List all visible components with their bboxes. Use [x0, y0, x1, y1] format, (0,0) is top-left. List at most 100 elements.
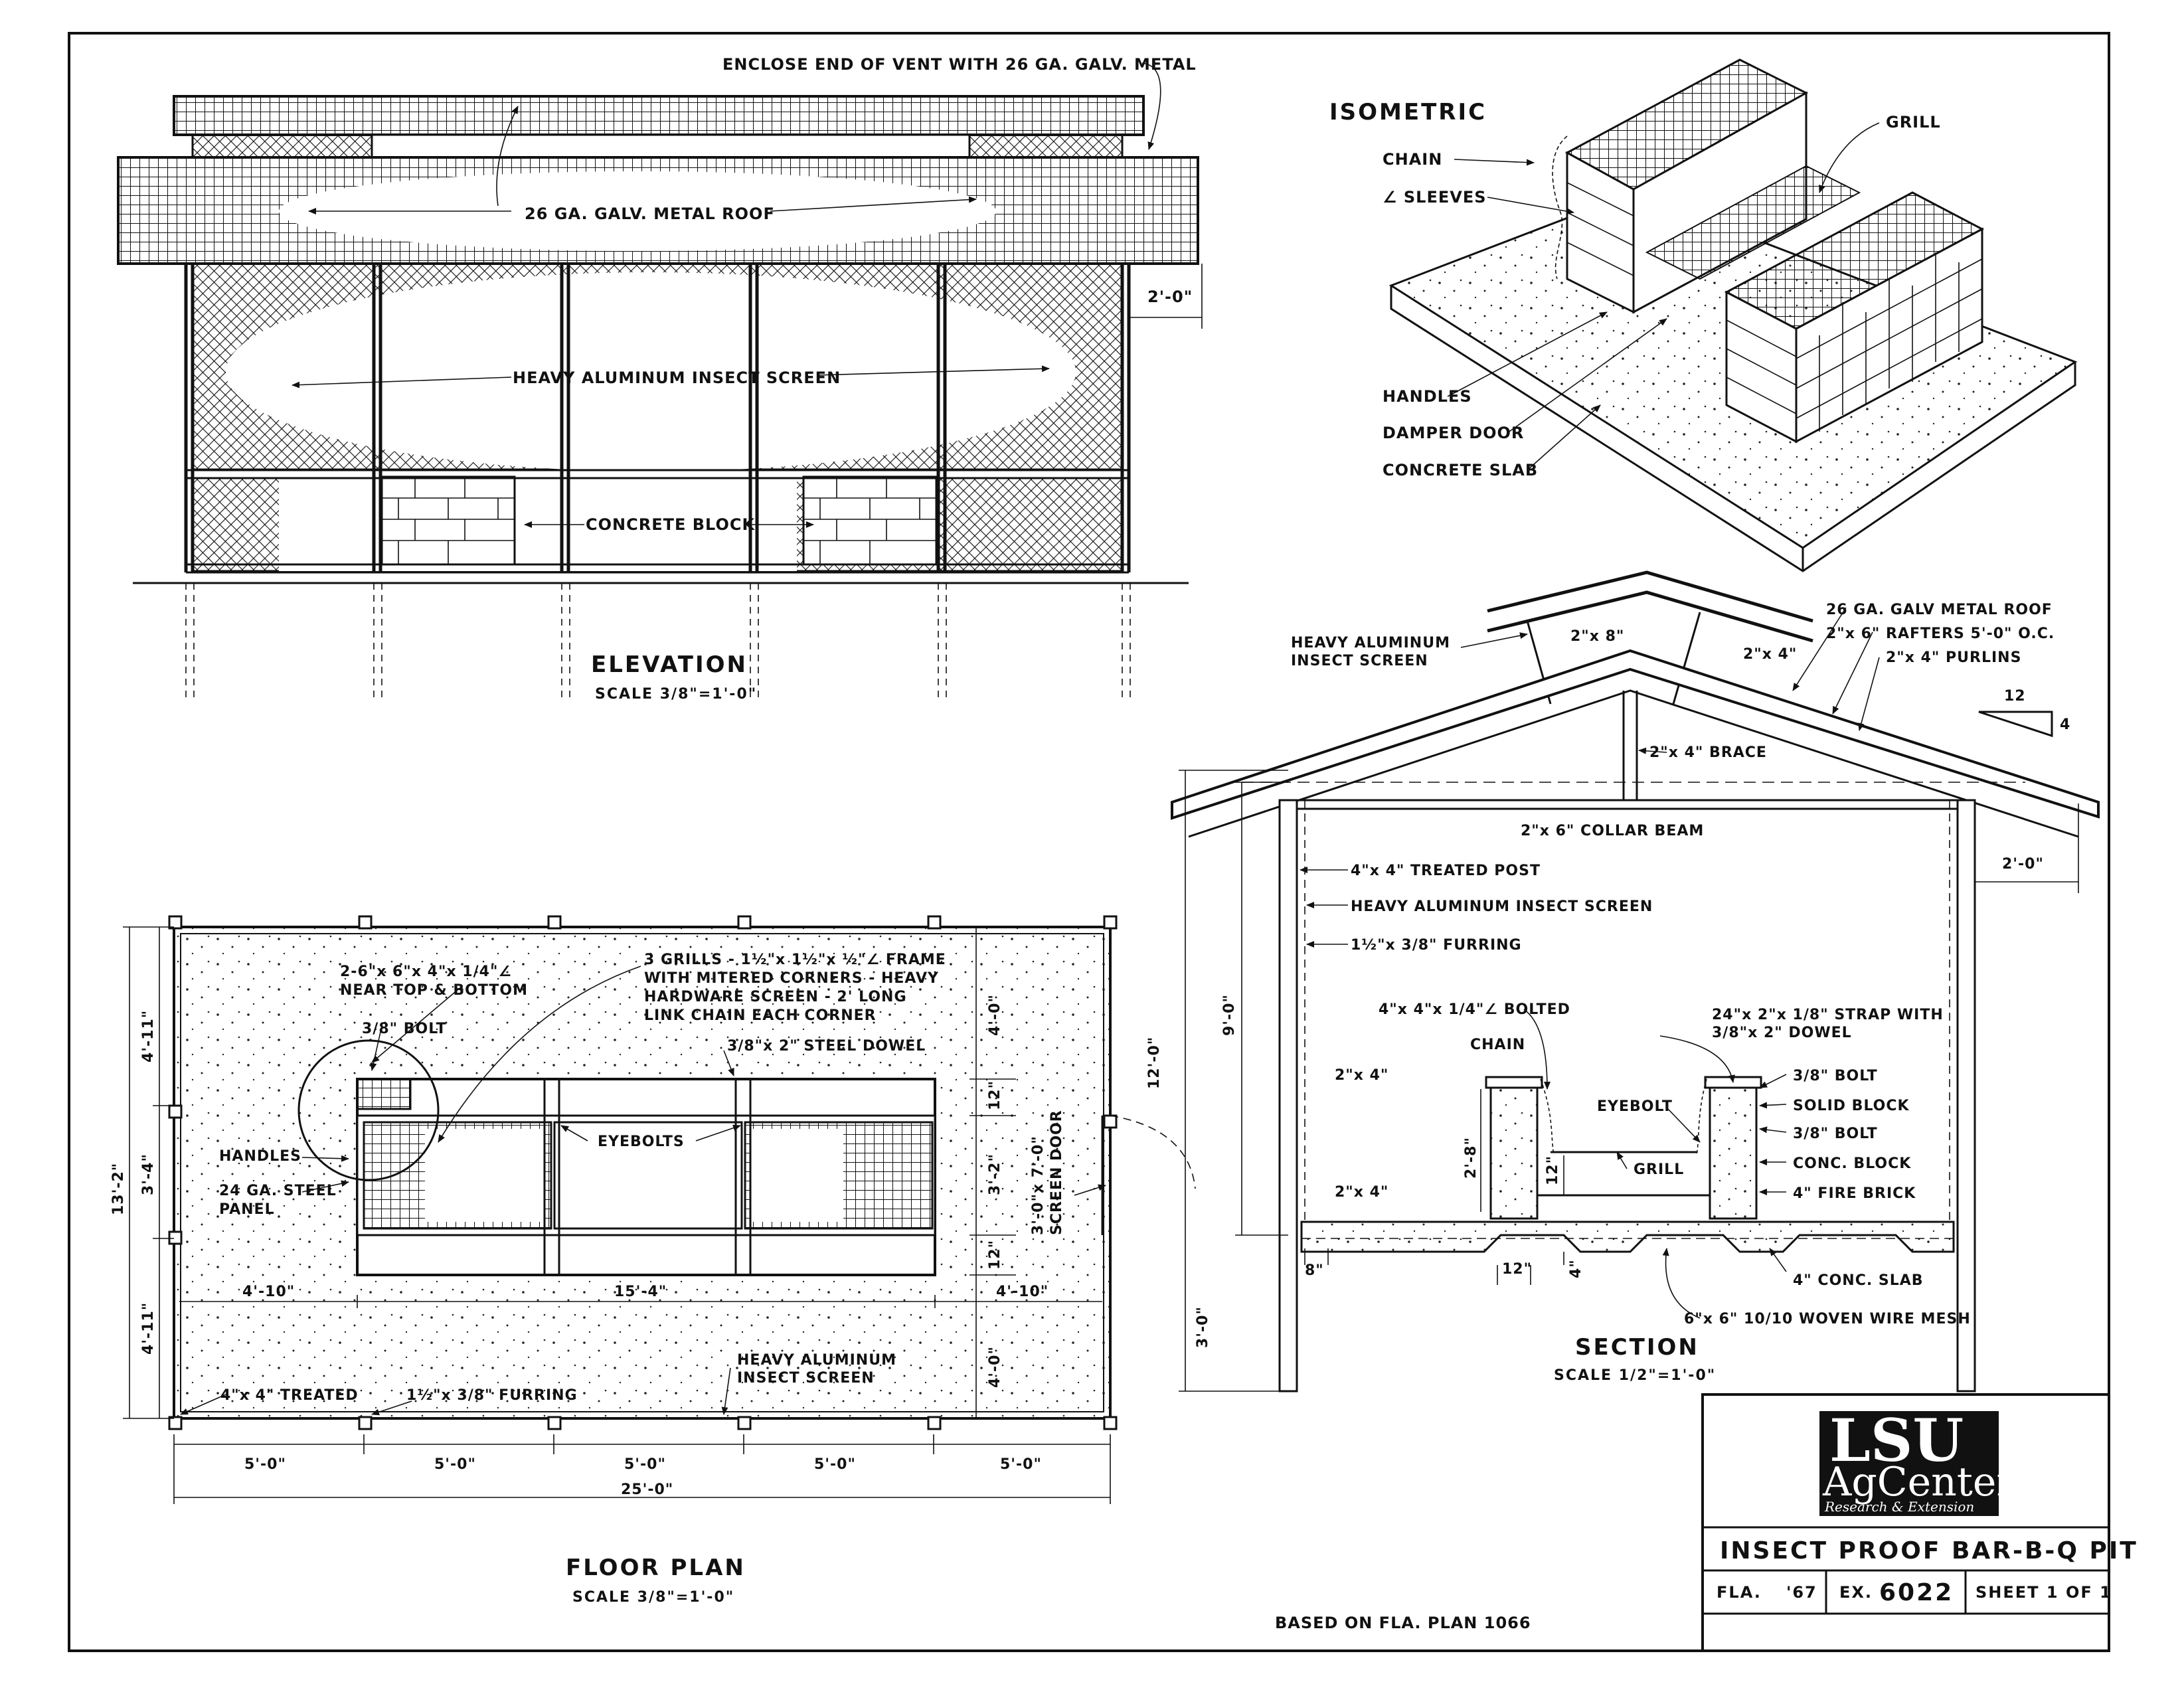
- dim-plan-w-right: 4'-10": [996, 1284, 1049, 1300]
- label-section-chain: CHAIN: [1470, 1037, 1525, 1053]
- elevation-drawing: [117, 62, 1203, 697]
- sheet-border: [68, 32, 2110, 1652]
- label-metal-roof: 26 GA. GALV. METAL ROOF: [525, 205, 775, 223]
- label-plan-bolt: 3/8" BOLT: [362, 1021, 447, 1037]
- label-plan-angle: 2-6"x 6"x 4"x 1/4"∠: [340, 964, 512, 980]
- note-based-on: BASED ON FLA. PLAN 1066: [1275, 1614, 1531, 1632]
- label-plan-panel: 24 GA. STEEL: [219, 1183, 337, 1199]
- label-plan-grills-3: HARDWARE SCREEN - 2' LONG: [644, 989, 907, 1005]
- label-section-post: 4"x 4" TREATED POST: [1351, 863, 1541, 879]
- label-plan-grills-2: WITH MITERED CORNERS - HEAVY: [644, 970, 939, 987]
- dim-plan-bay-1: 5'-0": [244, 1456, 286, 1473]
- label-section-strap-2: 3/8"x 2" DOWEL: [1712, 1025, 1852, 1041]
- label-section-purlins: 2"x 4" PURLINS: [1886, 649, 2021, 666]
- floor-plan-scale: SCALE 3/8"=1'-0": [572, 1589, 734, 1606]
- section-slab: [1300, 1221, 1955, 1253]
- label-insect-screen: HEAVY ALUMINUM INSECT SCREEN: [513, 369, 841, 387]
- label-grill: GRILL: [1886, 113, 1941, 131]
- label-concrete-block: CONCRETE BLOCK: [586, 515, 755, 534]
- section-drawing: [1171, 570, 2100, 1393]
- dim-section-3ft: 3'-0": [1195, 1306, 1211, 1348]
- label-section-grill: GRILL: [1634, 1161, 1684, 1178]
- label-section-rafters: 2"x 6" RAFTERS 5'-0" O.C.: [1826, 626, 2055, 642]
- dim-plan-r12a: 12": [987, 1080, 1003, 1110]
- dim-plan-w-left: 4'-10": [242, 1284, 295, 1300]
- tb-ex: EX.: [1839, 1583, 1873, 1602]
- section-post-right: [1956, 799, 1976, 1393]
- label-section-brace: 2"x 4" BRACE: [1649, 744, 1767, 761]
- label-section-screen-2: INSECT SCREEN: [1291, 653, 1428, 669]
- label-section-2x4-top: 2"x 4": [1743, 646, 1797, 663]
- label-sleeves: ∠ SLEEVES: [1383, 188, 1487, 207]
- label-plan-grills-1: 3 GRILLS - 1½"x 1½"x ½"∠ FRAME: [644, 952, 946, 968]
- label-concrete-slab: CONCRETE SLAB: [1383, 461, 1538, 479]
- dim-plan-left-top: 4'-11": [140, 1010, 157, 1062]
- detail-circle: [297, 1039, 440, 1181]
- dim-plan-bay-4: 5'-0": [814, 1456, 856, 1473]
- label-slope-rise: 4: [2060, 717, 2070, 733]
- label-plan-dowel: 3/8"x 2" STEEL DOWEL: [727, 1038, 926, 1055]
- label-plan-furring: 1½"x 3/8" FURRING: [406, 1387, 578, 1404]
- logo-lsu-text: LSU: [1829, 1406, 1964, 1475]
- label-plan-eyebolts: EYEBOLTS: [598, 1134, 685, 1150]
- label-plan-grills-4: LINK CHAIN EACH CORNER: [644, 1007, 877, 1024]
- label-plan-angle-2: NEAR TOP & BOTTOM: [340, 982, 528, 999]
- label-section-fire-brick: 4" FIRE BRICK: [1793, 1185, 1916, 1202]
- project-title: INSECT PROOF BAR-B-Q PIT: [1720, 1537, 2138, 1564]
- dim-plan-left-mid: 3'-4": [140, 1153, 157, 1195]
- label-section-strap: 24"x 2"x 1/8" STRAP WITH: [1712, 1007, 1944, 1023]
- label-plan-screen-2: INSECT SCREEN: [737, 1370, 875, 1387]
- label-chain: CHAIN: [1383, 150, 1442, 169]
- dim-section-9ft: 9'-0": [1221, 994, 1238, 1036]
- floor-plan-title: FLOOR PLAN: [566, 1555, 746, 1581]
- elevation-scale: SCALE 3/8"=1'-0": [595, 686, 757, 703]
- label-plan-screen: HEAVY ALUMINUM: [737, 1352, 896, 1369]
- dim-section-12in-footing: 12": [1502, 1261, 1532, 1278]
- dim-plan-bay-5: 5'-0": [1000, 1456, 1042, 1473]
- dim-plan-overall: 13'-2": [110, 1163, 127, 1215]
- label-section-slab: 4" CONC. SLAB: [1793, 1272, 1924, 1289]
- label-damper-door: DAMPER DOOR: [1383, 424, 1524, 442]
- label-plan-door-2: SCREEN DOOR: [1049, 1110, 1065, 1235]
- tb-sheet: SHEET 1 OF 1: [1975, 1583, 2112, 1602]
- section-scale: SCALE 1/2"=1'-0": [1554, 1367, 1716, 1384]
- label-section-eyebolt: EYEBOLT: [1597, 1098, 1673, 1115]
- label-section-screen-1: HEAVY ALUMINUM: [1291, 635, 1450, 651]
- label-plan-treated: 4"x 4" TREATED: [220, 1387, 359, 1404]
- label-section-angle: 4"x 4"x 1/4"∠ BOLTED: [1379, 1001, 1570, 1018]
- label-section-bolt-1: 3/8" BOLT: [1793, 1068, 1878, 1084]
- tb-ex-number: 6022: [1879, 1579, 1954, 1606]
- grill-grate: [1645, 165, 1861, 280]
- label-plan-panel-2: PANEL: [219, 1201, 275, 1218]
- isometric-title: ISOMETRIC: [1329, 99, 1487, 126]
- dim-plan-r32: 3'-2": [987, 1153, 1003, 1195]
- tb-year: '67: [1786, 1583, 1817, 1602]
- label-section-mesh: 6"x 6" 10/10 WOVEN WIRE MESH: [1684, 1311, 1971, 1327]
- isometric-drawing: [1388, 58, 2078, 572]
- dim-plan-bay-2: 5'-0": [434, 1456, 476, 1473]
- label-slope-run: 12: [2004, 688, 2026, 705]
- dim-plan-total: 25'-0": [621, 1481, 673, 1498]
- dim-overhang: 2'-0": [1147, 288, 1193, 306]
- section-roof: [1171, 649, 2100, 820]
- floor-plan-drawing: [123, 915, 1196, 1504]
- section-post-left: [1278, 799, 1298, 1393]
- label-section-2x8: 2"x 8": [1570, 628, 1624, 645]
- label-section-screen: HEAVY ALUMINUM INSECT SCREEN: [1351, 898, 1653, 915]
- roof-vent: [173, 95, 1145, 136]
- logo-research-text: Research & Extension: [1824, 1499, 1974, 1515]
- dim-section-12ft: 12'-0": [1146, 1037, 1163, 1089]
- tb-fla: FLA.: [1717, 1583, 1762, 1602]
- logo-agcenter-text: AgCenter: [1822, 1459, 2015, 1505]
- label-plan-door: 3'-0"x 7'-0": [1030, 1136, 1047, 1235]
- label-vent-end: ENCLOSE END OF VENT WITH 26 GA. GALV. ME…: [722, 55, 1197, 74]
- dim-plan-bay-3: 5'-0": [624, 1456, 666, 1473]
- label-handles: HANDLES: [1383, 387, 1472, 406]
- dim-plan-r12b: 12": [987, 1240, 1003, 1270]
- lsu-agcenter-logo: [1819, 1411, 1999, 1516]
- dim-section-overhang: 2'-0": [2002, 856, 2044, 873]
- dim-section-4in: 4": [1568, 1259, 1584, 1278]
- label-section-2x4-a: 2"x 4": [1335, 1067, 1388, 1084]
- label-section-collar-beam: 2"x 6" COLLAR BEAM: [1521, 823, 1704, 839]
